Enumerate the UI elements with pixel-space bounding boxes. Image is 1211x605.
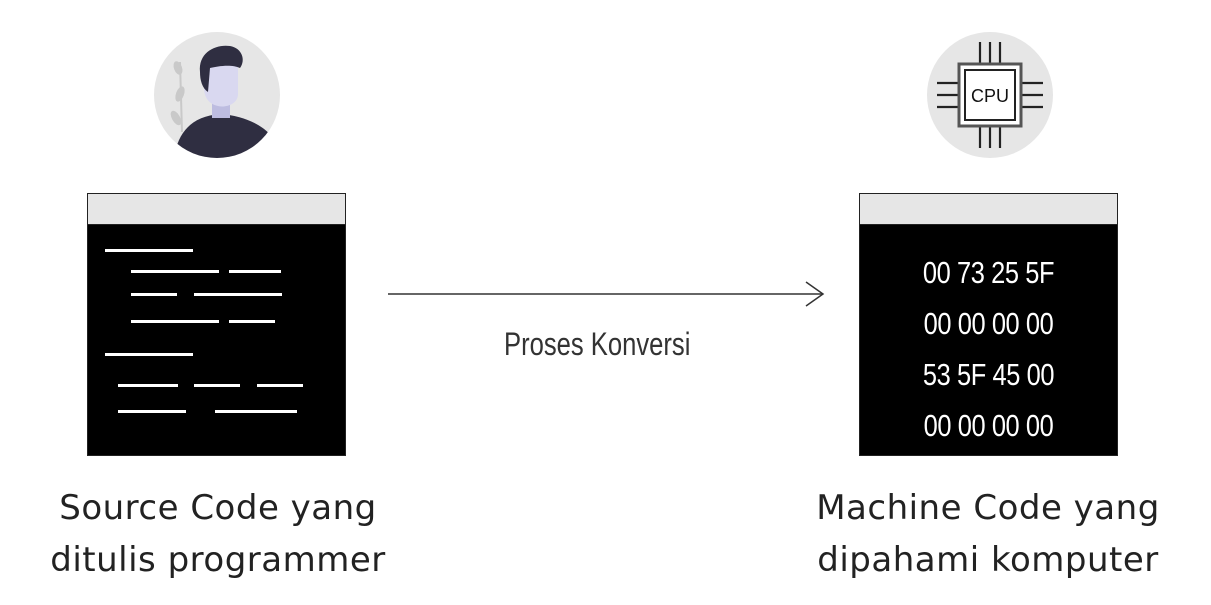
source-window-titlebar [88,194,345,225]
source-caption: Source Code yang ditulis programmer [20,482,416,586]
source-code-body [88,225,345,456]
machine-caption-line1: Machine Code yang [816,488,1160,528]
code-line [215,410,297,413]
code-line [229,270,281,273]
machine-caption-line2: dipahami komputer [817,540,1159,580]
hex-row: 53 5F 45 00 [922,357,1055,392]
code-line [194,384,240,387]
code-line [131,270,219,273]
code-line [131,293,177,296]
code-line [118,410,186,413]
arrow-label: Proses Konversi [504,326,691,362]
code-line [105,249,193,252]
cpu-chip-icon: CPU [937,42,1043,148]
hex-row: 00 00 00 00 [923,306,1054,341]
source-caption-line1: Source Code yang [59,488,377,528]
hex-row: 00 73 25 5F [922,255,1055,290]
source-caption-line2: ditulis programmer [50,540,386,580]
hex-row: 00 00 00 00 [923,408,1054,443]
code-line [131,320,219,323]
programmer-avatar [154,32,280,158]
machine-code-body: 00 73 25 5F 00 00 00 00 53 5F 45 00 00 0… [860,225,1117,456]
code-line [229,320,275,323]
cpu-label: CPU [971,86,1009,106]
machine-caption: Machine Code yang dipahami komputer [780,482,1196,586]
code-line [105,353,193,356]
code-line [194,293,282,296]
person-avatar-icon [170,45,276,158]
machine-code-window: 00 73 25 5F 00 00 00 00 53 5F 45 00 00 0… [859,193,1118,456]
source-code-window [87,193,346,456]
code-line [118,384,178,387]
code-line [257,384,303,387]
arrow-right-icon [388,281,825,307]
machine-window-titlebar [860,194,1117,225]
cpu-avatar: CPU [927,32,1053,158]
